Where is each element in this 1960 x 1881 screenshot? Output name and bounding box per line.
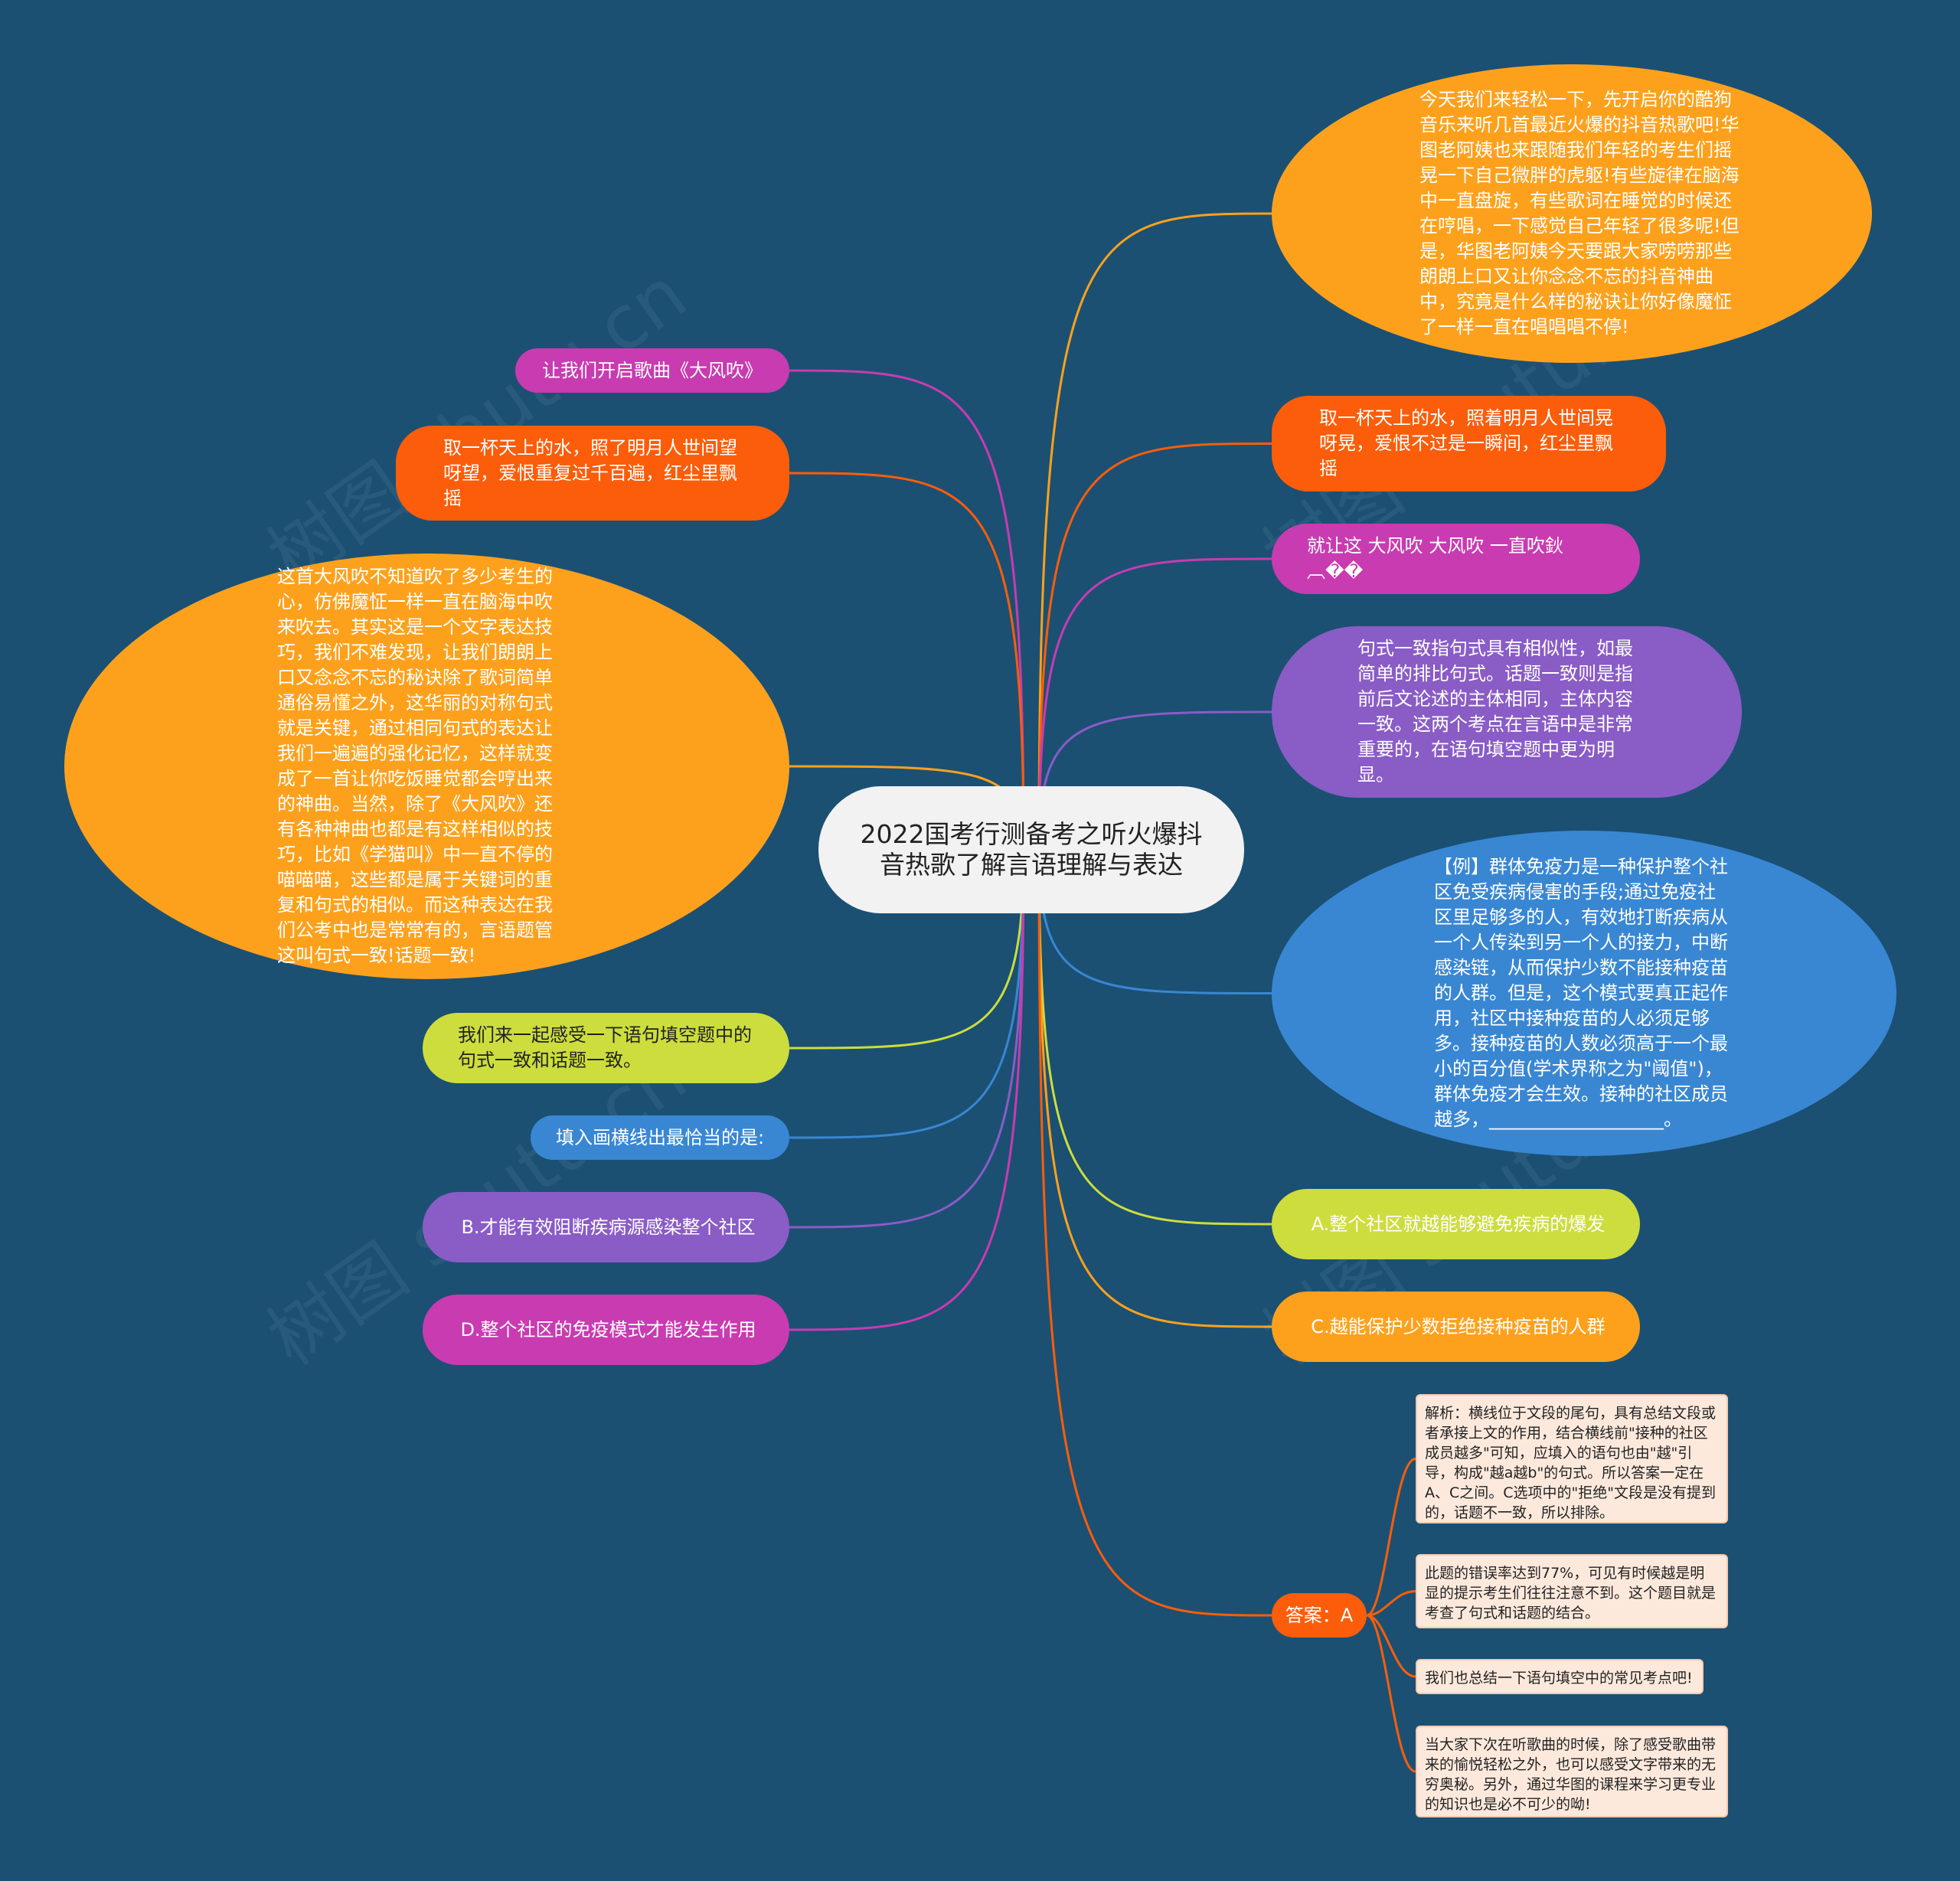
node-option-d-text: D.整个社区的免疫模式才能发生作用 (460, 1318, 756, 1341)
node-wind[interactable]: 就让这 大风吹 大风吹 一直吹鈥︹�� (1272, 524, 1640, 594)
connector-node-wind (1037, 557, 1272, 851)
connector-note-closing (1366, 1614, 1416, 1773)
connector-node-answer (1037, 849, 1272, 1617)
note-closing-text: 当大家下次在听歌曲的时候，除了感受歌曲带来的愉悦轻松之外，也可以感受文字带来的无… (1425, 1736, 1717, 1813)
connector-node-option-a (1037, 849, 1272, 1226)
node-option-d[interactable]: D.整个社区的免疫模式才能发生作用 (423, 1295, 789, 1365)
note-explain[interactable]: 解析：横线位于文段的尾句，具有总结文段或者承接上文的作用，结合横线前"接种的社区… (1416, 1394, 1728, 1523)
connector-node-intro (1037, 212, 1272, 851)
connector-note-summary (1366, 1614, 1416, 1678)
connector-note-error-rate (1366, 1590, 1416, 1617)
node-option-b[interactable]: B.才能有效阻断疾病源感染整个社区 (423, 1192, 789, 1262)
node-option-c[interactable]: C.越能保护少数拒绝接种疫苗的人群 (1272, 1292, 1640, 1362)
note-summary-text: 我们也总结一下语句填空中的常见考点吧! (1425, 1670, 1693, 1687)
node-lyric-left-text: 取一杯天上的水，照了明月人世间望呀望，爱恨重复过千百遍，红尘里飘摇 (443, 436, 737, 509)
node-wind-text: 就让这 大风吹 大风吹 一直吹鈥︹�� (1307, 535, 1563, 582)
node-answer[interactable]: 答案：A (1272, 1593, 1367, 1638)
node-analysis-big-text: 这首大风吹不知道吹了多少考生的心，仿佛魔怔一样一直在脑海中吹来吹去。其实这是一个… (277, 566, 553, 966)
node-feel-text: 我们来一起感受一下语句填空题中的句式一致和话题一致。 (458, 1024, 752, 1071)
node-consistency-text: 句式一致指句式具有相似性，如最简单的排比句式。话题一致则是指前后文论述的主体相同… (1357, 638, 1633, 785)
connector-note-explain (1366, 1458, 1416, 1617)
note-summary[interactable]: 我们也总结一下语句填空中的常见考点吧! (1416, 1659, 1704, 1694)
node-lyric-right[interactable]: 取一杯天上的水，照着明月人世间晃呀晃，爱恨不过是一瞬间，红尘里飘摇 (1272, 396, 1666, 491)
node-option-a[interactable]: A.整个社区就越能够避免疾病的爆发 (1272, 1189, 1640, 1259)
node-example[interactable]: 【例】群体免疫力是一种保护整个社区免受疾病侵害的手段;通过免疫社区里足够多的人，… (1272, 831, 1896, 1156)
connector-node-feel (789, 849, 1025, 1050)
connector-node-fill (789, 849, 1025, 1139)
connector-node-option-c (1037, 849, 1272, 1328)
node-lyric-right-text: 取一杯天上的水，照着明月人世间晃呀晃，爱恨不过是一瞬间，红尘里飘摇 (1319, 407, 1613, 479)
note-explain-text: 解析：横线位于文段的尾句，具有总结文段或者承接上文的作用，结合横线前"接种的社区… (1425, 1405, 1717, 1521)
node-lyric-left[interactable]: 取一杯天上的水，照了明月人世间望呀望，爱恨重复过千百遍，红尘里飘摇 (396, 426, 789, 521)
node-fill[interactable]: 填入画横线出最恰当的是: (531, 1115, 789, 1160)
node-example-text: 【例】群体免疫力是一种保护整个社区免受疾病侵害的手段;通过免疫社区里足够多的人，… (1434, 856, 1728, 1130)
note-error-rate[interactable]: 此题的错误率达到77%，可见有时候越是明显的提示考生们往往注意不到。这个题目就是… (1416, 1554, 1728, 1628)
node-answer-text: 答案：A (1285, 1604, 1354, 1626)
node-intro[interactable]: 今天我们来轻松一下，先开启你的酷狗音乐来听几首最近火爆的抖音热歌吧!华图老阿姨也… (1272, 64, 1872, 363)
root-title: 2022国考行测备考之听火爆抖音热歌了解言语理解与表达 (860, 819, 1203, 880)
node-option-b-text: B.才能有效阻断疾病源感染整个社区 (461, 1216, 756, 1238)
node-intro-text: 今天我们来轻松一下，先开启你的酷狗音乐来听几首最近火爆的抖音热歌吧!华图老阿姨也… (1419, 89, 1740, 338)
note-error-rate-text: 此题的错误率达到77%，可见有时候越是明显的提示考生们往往注意不到。这个题目就是… (1425, 1565, 1717, 1621)
connector-node-lyric-right (1037, 442, 1272, 851)
node-option-c-text: C.越能保护少数拒绝接种疫苗的人群 (1311, 1315, 1606, 1337)
node-song-open[interactable]: 让我们开启歌曲《大风吹》 (515, 348, 789, 393)
node-feel[interactable]: 我们来一起感受一下语句填空题中的句式一致和话题一致。 (423, 1013, 789, 1083)
node-fill-text: 填入画横线出最恰当的是: (555, 1126, 765, 1148)
connector-node-song-open (789, 369, 1025, 851)
note-closing[interactable]: 当大家下次在听歌曲的时候，除了感受歌曲带来的愉悦轻松之外，也可以感受文字带来的无… (1416, 1726, 1728, 1817)
node-option-a-text: A.整个社区就越能够避免疾病的爆发 (1311, 1213, 1606, 1235)
node-analysis-big[interactable]: 这首大风吹不知道吹了多少考生的心，仿佛魔怔一样一直在脑海中吹来吹去。其实这是一个… (64, 554, 789, 979)
node-consistency[interactable]: 句式一致指句式具有相似性，如最简单的排比句式。话题一致则是指前后文论述的主体相同… (1272, 626, 1742, 798)
connector-node-option-b (789, 849, 1025, 1229)
connector-node-lyric-left (789, 472, 1025, 851)
connector-node-option-d (789, 849, 1025, 1331)
root-topic[interactable]: 2022国考行测备考之听火爆抖音热歌了解言语理解与表达 (818, 786, 1244, 913)
node-song-open-text: 让我们开启歌曲《大风吹》 (542, 359, 763, 381)
